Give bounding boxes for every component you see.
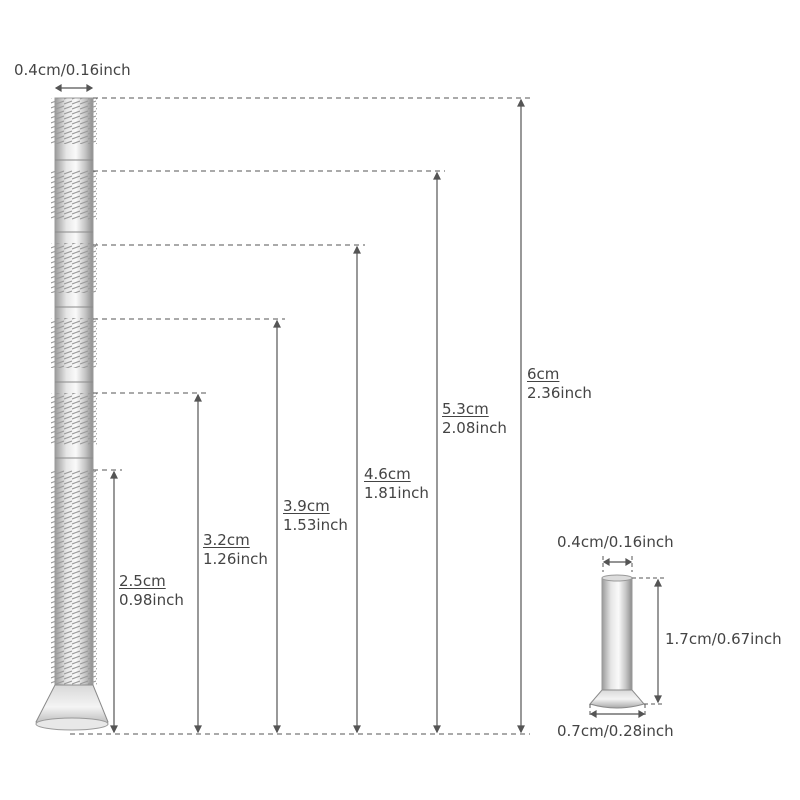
dashed-guides [70, 97, 530, 735]
length-cm: 4.6cm [364, 465, 411, 483]
length-inch: 2.36inch [527, 384, 592, 402]
length-label-3-9cm: 3.9cm 1.53inch [283, 497, 348, 535]
short-screw-head-label: 0.7cm/0.28inch [557, 722, 674, 740]
length-cm: 6cm [527, 365, 560, 383]
length-arrows [110, 98, 525, 734]
length-cm: 2.5cm [119, 572, 166, 590]
length-label-5-3cm: 5.3cm 2.08inch [442, 400, 507, 438]
length-cm: 3.2cm [203, 531, 250, 549]
short-screw-guides [589, 556, 665, 718]
length-inch: 2.08inch [442, 419, 507, 437]
thread-width-label: 0.4cm/0.16inch [14, 61, 131, 79]
long-screw [35, 97, 109, 731]
length-label-2-5cm: 2.5cm 0.98inch [119, 572, 184, 610]
length-inch: 0.98inch [119, 591, 184, 609]
length-label-6cm: 6cm 2.36inch [527, 365, 592, 403]
short-screw-width-label: 0.4cm/0.16inch [557, 533, 674, 551]
length-inch: 1.53inch [283, 516, 348, 534]
length-inch: 1.26inch [203, 550, 268, 568]
thread-width-arrow [54, 83, 94, 93]
short-screw-head [589, 689, 645, 709]
length-cm: 5.3cm [442, 400, 489, 418]
thread-sections [51, 98, 97, 685]
short-screw-length-label: 1.7cm/0.67inch [665, 630, 782, 648]
length-inch: 1.81inch [364, 484, 429, 502]
length-label-3-2cm: 3.2cm 1.26inch [203, 531, 268, 569]
length-label-4-6cm: 4.6cm 1.81inch [364, 465, 429, 503]
short-screw-arrows [589, 557, 662, 719]
length-cm: 3.9cm [283, 497, 330, 515]
short-screw [589, 574, 645, 709]
